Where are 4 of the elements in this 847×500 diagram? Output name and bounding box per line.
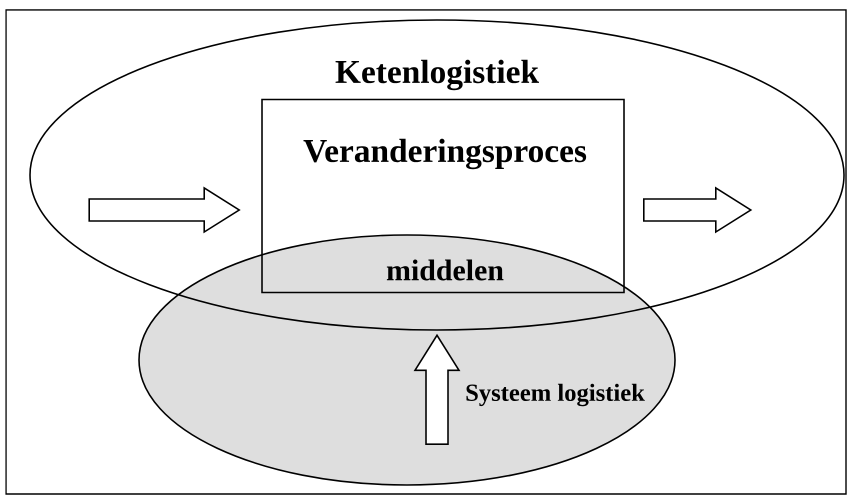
block-arrow: [643, 186, 752, 234]
process-box: Veranderingsproces middelen: [261, 98, 625, 294]
block-arrow: [88, 186, 241, 234]
block-arrow: [414, 334, 460, 445]
